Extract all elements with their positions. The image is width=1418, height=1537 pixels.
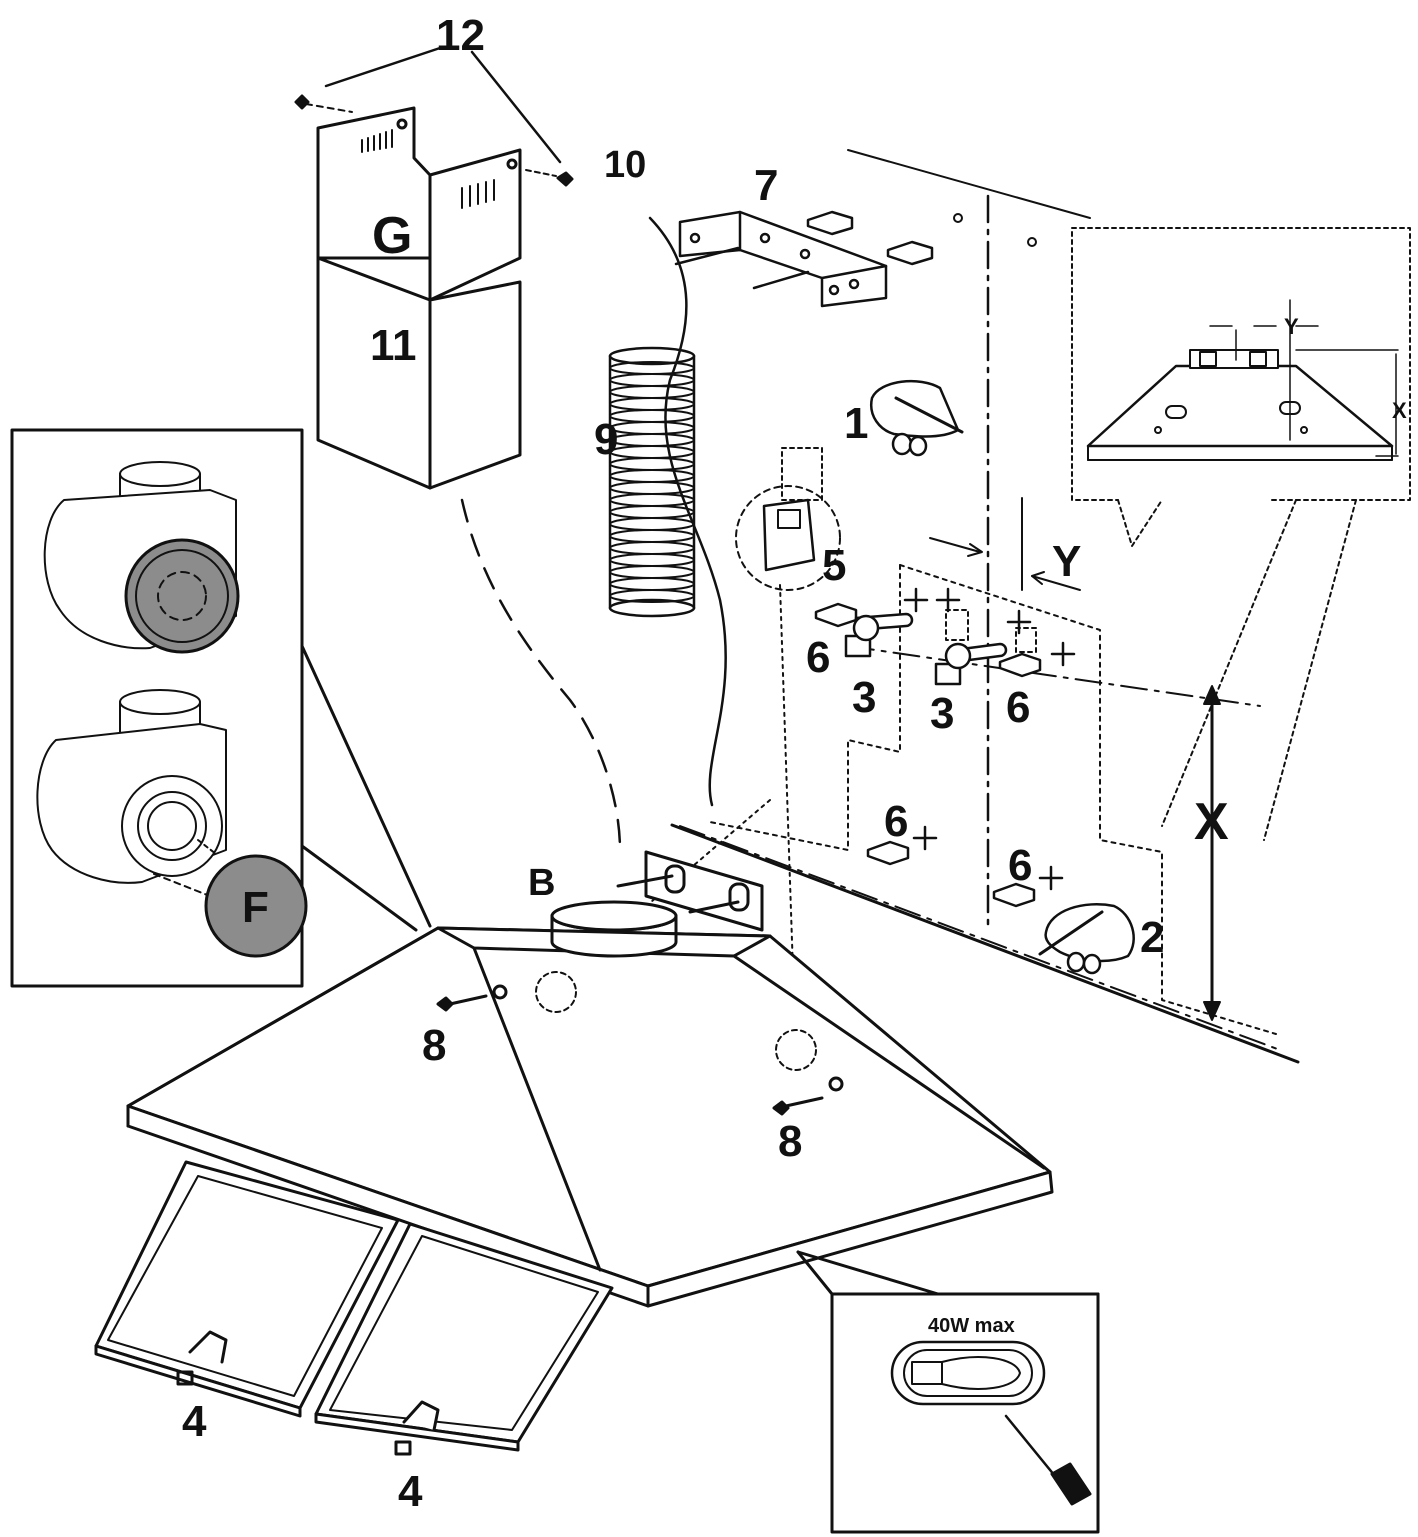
duct-coil (609, 517, 695, 531)
label-10: 10 (604, 144, 647, 186)
motor-inset (10, 428, 432, 988)
duct-coil (609, 373, 695, 387)
hood-body (126, 850, 1054, 1308)
duct-coil (609, 385, 695, 399)
chimney-cover (294, 46, 574, 490)
label-3-b: 3 (930, 689, 955, 738)
duct-coil (609, 397, 695, 411)
inset-label-X: X (1392, 398, 1407, 423)
wall-plugs (814, 602, 1042, 908)
label-6-d: 6 (1008, 841, 1033, 890)
duct-coil (609, 589, 695, 603)
label-1: 1 (844, 399, 869, 448)
label-9: 9 (594, 415, 619, 464)
label-6-b: 6 (1006, 683, 1031, 732)
duct-coil (609, 529, 695, 543)
dimension-inset (1071, 227, 1411, 841)
duct-coil (609, 409, 695, 423)
duct-coil (609, 469, 695, 483)
pencil-hand-1 (869, 379, 964, 457)
label-F: F (242, 883, 269, 932)
label-5: 5 (822, 541, 847, 590)
lamp-inset (796, 1250, 1100, 1534)
label-Y: Y (1052, 537, 1082, 586)
label-4-b: 4 (398, 1467, 423, 1516)
grease-filter-right (314, 1222, 614, 1456)
wall-bracket (674, 210, 934, 308)
duct-coil (609, 421, 695, 435)
duct-coil (609, 577, 695, 591)
duct-coil (609, 457, 695, 471)
label-7: 7 (754, 161, 779, 210)
label-6-c: 6 (884, 797, 909, 846)
inset-label-Y: Y (1284, 314, 1299, 339)
label-3-a: 3 (852, 673, 877, 722)
duct-coil (609, 433, 695, 447)
wall-outline (670, 149, 1300, 1064)
duct-coil (609, 565, 695, 579)
label-6-a: 6 (806, 633, 831, 682)
flexible-duct (608, 346, 696, 618)
hood-brackets (844, 612, 1008, 686)
label-B: B (528, 862, 556, 904)
label-G: G (372, 207, 413, 265)
label-X: X (1194, 793, 1229, 851)
label-2: 2 (1140, 913, 1165, 962)
label-8-a: 8 (422, 1021, 447, 1070)
label-4-a: 4 (182, 1397, 207, 1446)
label-11: 11 (370, 321, 417, 370)
label-8-b: 8 (778, 1117, 803, 1166)
pencil-hand-2 (1038, 903, 1135, 975)
bulb-wattage-label: 40W max (928, 1315, 1015, 1337)
duct-coil (609, 553, 695, 567)
duct-coil (609, 541, 695, 555)
label-12: 12 (436, 11, 485, 60)
duct-coil (609, 445, 695, 459)
duct-coil (609, 505, 695, 519)
grease-filter-left (94, 1160, 400, 1418)
